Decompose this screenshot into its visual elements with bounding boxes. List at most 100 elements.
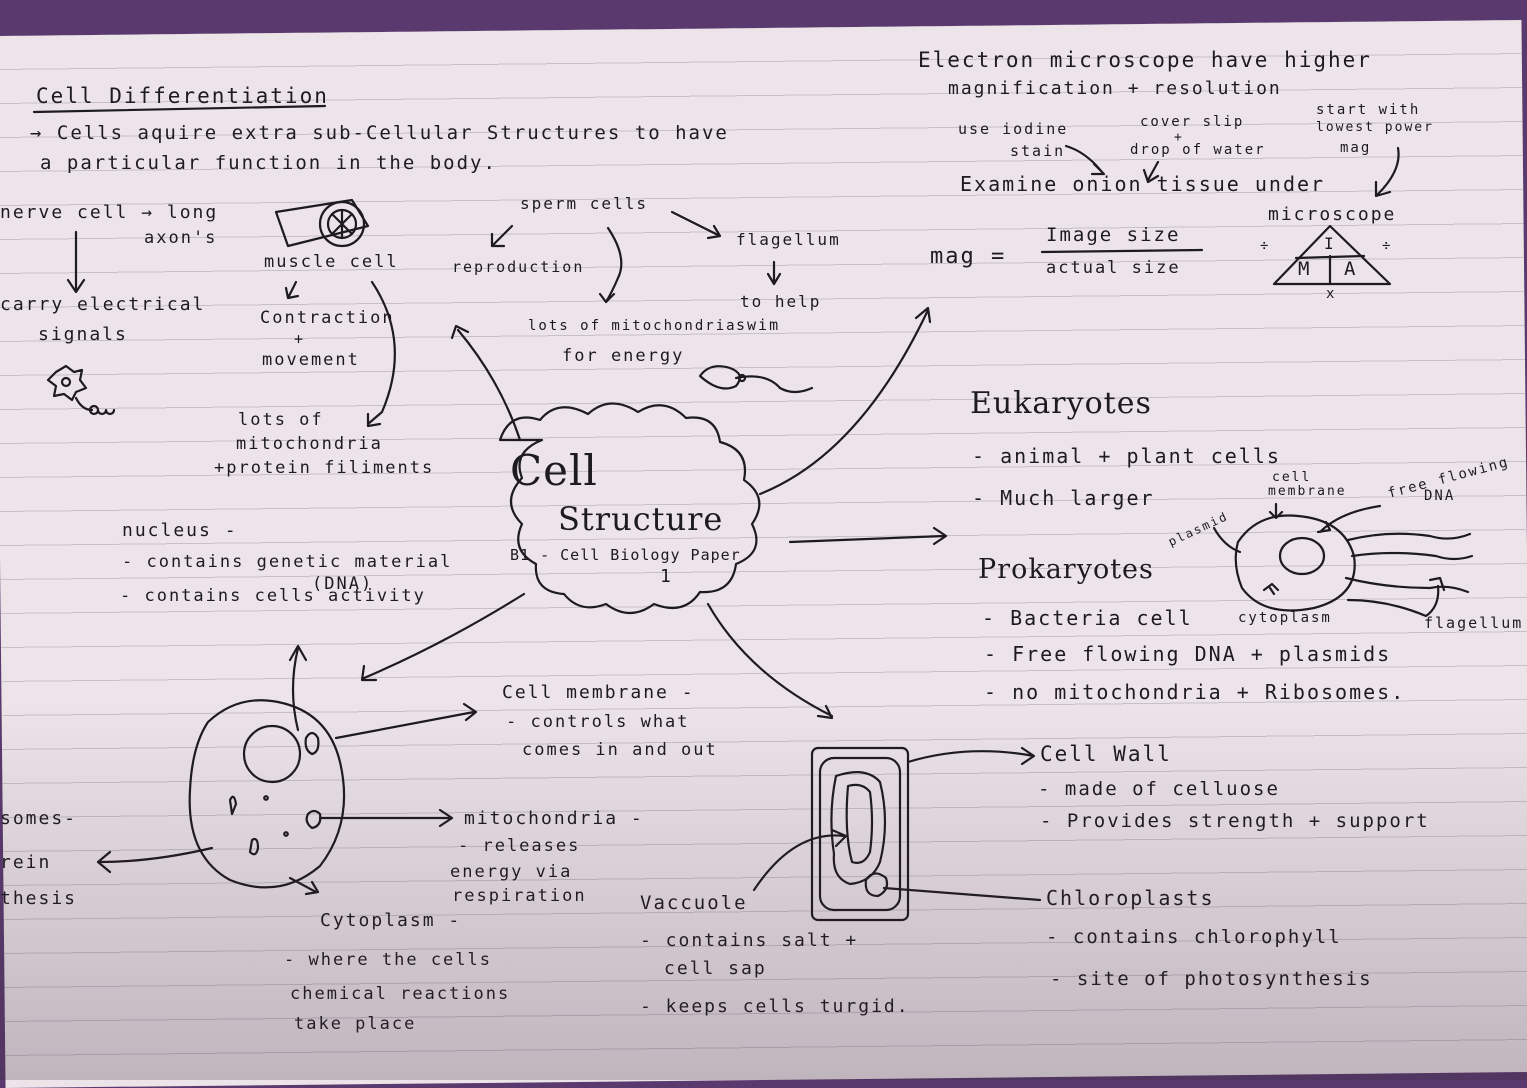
nerve-label-3: carry electrical [0,294,206,315]
center-title-2: Structure [558,500,724,538]
examine-label: Examine onion tissue under [960,172,1326,196]
sperm-label-3: flagellum [736,230,841,249]
cell-wall-label-3: - Provides strength + support [1040,810,1430,832]
cytoplasm-label-4: take place [294,1014,417,1034]
differentiation-title: Cell Differentiation [36,84,329,108]
chloroplast-label-3: - site of photosynthesis [1050,968,1373,990]
microscope-line-2: magnification + resolution [948,78,1282,99]
differentiation-intro-2: a particular function in the body. [40,152,497,174]
cytoplasm-label-2: - where the cells [284,950,492,970]
start-label-1: start with [1316,102,1421,118]
prok-label-membrane-2: membrane [1268,484,1347,499]
membrane-label-2: - controls what [506,712,690,732]
cover-label-1: cover slip [1140,114,1245,130]
cover-arrow [1142,160,1160,184]
nerve-label-2: axon's [144,228,218,248]
muscle-label-3: + [294,330,306,348]
cover-label-2: + [1174,130,1184,145]
prokaryotes-title: Prokaryotes [978,554,1154,585]
mag-arrow [1374,146,1400,198]
eukaryotes-point-1: - animal + plant cells [972,444,1281,468]
cover-label-3: drop of water [1130,142,1266,158]
membrane-label-3: comes in and out [522,740,718,760]
triangle-i: I [1324,234,1336,253]
sperm-brace [598,226,623,304]
muscle-label-7: +protein filiments [214,458,435,478]
center-title-1: Cell [510,446,598,495]
nerve-label-1: nerve cell → long [0,202,219,223]
membrane-label-1: Cell membrane - [502,682,695,703]
ribosome-label-2: rein [0,852,52,873]
prok-label-membrane-1: cell [1272,470,1312,485]
plant-cell-drawing [752,746,1042,922]
sperm-label-7: for energy [562,346,685,366]
triangle-m: M [1298,258,1312,280]
mitochondria-label-2: - releases [458,836,581,856]
magnification-triangle [1272,224,1392,286]
cytoplasm-label-1: Cytoplasm - [320,910,462,931]
prok-label-cytoplasm: cytoplasm [1238,610,1332,626]
sperm-arrow-right [670,210,722,240]
muscle-label-6: mitochondria [236,434,383,454]
mag-denominator: actual size [1046,258,1181,278]
prokaryote-cell-drawing [1212,502,1474,618]
sperm-label-5: swim [736,316,781,334]
cytoplasm-label-3: chemical reactions [290,984,511,1004]
microscope-line-1: Electron microscope have higher [918,48,1372,72]
neuron-icon [46,364,116,416]
microscope-word: microscope [1268,204,1397,225]
iodine-arrow [1064,144,1106,176]
differentiation-intro-1: → Cells aquire extra sub-Cellular Struct… [30,122,729,144]
chloroplast-label-1: Chloroplasts [1046,886,1215,910]
muscle-label-5: lots of [238,410,324,430]
prokaryotes-point-3: - no mitochondria + Ribosomes. [984,680,1406,704]
chloroplast-label-2: - contains chlorophyll [1046,926,1342,948]
center-subtitle: B1 - Cell Biology Paper [510,546,741,564]
triangle-div-right: ÷ [1382,238,1393,254]
vacuole-label-1: Vaccuole [640,892,748,914]
sperm-label-1: sperm cells [520,194,648,213]
ribosome-label-3: thesis [0,888,78,909]
eukaryotes-point-2: - Much larger [972,486,1155,510]
arrow-to-animal-cell [360,592,526,682]
vacuole-label-3: cell sap [664,958,767,979]
nucleus-label-1: nucleus - [122,520,238,541]
center-paper-number: 1 [660,566,673,587]
flagellum-arrow [766,260,782,286]
sperm-arrow-left [490,224,514,248]
mag-numerator: Image size [1046,224,1181,246]
arrow-to-plant-cell [706,602,834,720]
arrow-to-microscope [758,306,932,496]
vacuole-label-2: - contains salt + [640,930,859,951]
muscle-label-1: muscle cell [264,252,399,272]
nerve-label-4: signals [38,324,128,345]
muscle-label-4: movement [262,350,360,370]
arrow-to-eukaryotes [788,526,948,546]
prokaryotes-point-1: - Bacteria cell [982,606,1193,630]
nucleus-label-4: - contains cells activity [120,586,426,606]
cell-structure-cloud [498,402,761,615]
sperm-icon [698,365,814,394]
iodine-label-2: stain [1010,142,1066,160]
animal-cell-drawing [96,644,478,896]
triangle-div-left: ÷ [1260,238,1271,254]
nerve-arrow [66,230,86,294]
ribosome-label-1: somes- [0,808,78,829]
title-underline [32,104,327,114]
mitochondria-label-1: mitochondria - [464,808,644,829]
mitochondria-label-3: energy via [450,862,573,882]
prok-label-flagellum: flagellum [1424,614,1524,632]
mag-label: mag = [930,244,1007,269]
iodine-label-1: use iodine [958,120,1069,138]
start-label-3: mag [1340,140,1372,156]
eukaryotes-title: Eukaryotes [970,386,1152,421]
cell-wall-label-1: Cell Wall [1040,742,1172,766]
muscle-arrow [284,280,300,300]
triangle-x: x [1326,286,1337,302]
mag-fraction-line [1040,248,1204,254]
sperm-label-2: reproduction [452,258,585,276]
nucleus-label-2: - contains genetic material [122,552,453,572]
cell-wall-label-2: - made of celluose [1038,778,1280,800]
start-label-2: lowest power [1316,120,1434,135]
